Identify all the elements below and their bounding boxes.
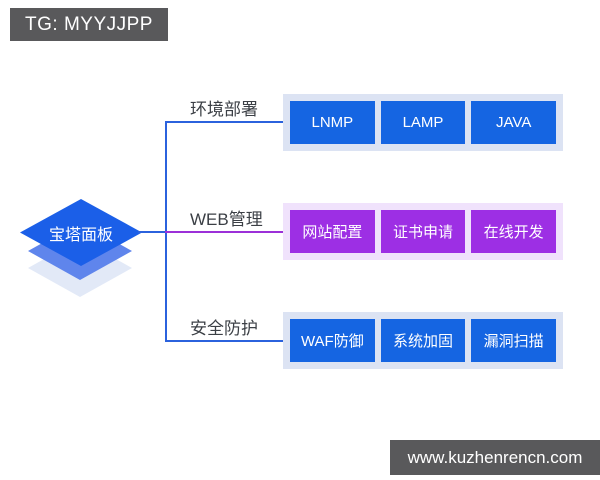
connector-branch-1 [165,121,285,123]
node-java: JAVA [471,101,557,144]
watermark-top-text: TG: MYYJJPP [25,13,153,35]
node-lamp: LAMP [380,101,466,144]
branch-label-web-manage: WEB管理 [190,210,263,229]
branch-label-security: 安全防护 [190,319,258,338]
node-lnmp: LNMP [290,101,375,144]
node-online-dev: 在线开发 [471,210,557,253]
branch-row-env-deploy: LNMP LAMP JAVA [283,94,563,151]
watermark-top-badge: TG: MYYJJPP [10,8,168,41]
watermark-bottom-text: www.kuzhenrencn.com [407,447,583,467]
connector-branch-2 [165,231,285,233]
branch-row-web-manage: 网站配置 证书申请 在线开发 [283,203,563,260]
node-site-config: 网站配置 [290,210,375,253]
node-system-harden: 系统加固 [380,319,466,362]
node-waf-defense: WAF防御 [290,319,375,362]
connector-branch-3 [165,340,285,342]
branch-label-env-deploy: 环境部署 [190,100,258,119]
root-node-label: 宝塔面板 [48,226,113,244]
node-vuln-scan: 漏洞扫描 [471,319,557,362]
watermark-bottom-badge: www.kuzhenrencn.com [390,440,600,475]
connector-root-to-trunk [138,231,166,233]
branch-row-security: WAF防御 系统加固 漏洞扫描 [283,312,563,369]
node-cert-apply: 证书申请 [380,210,466,253]
